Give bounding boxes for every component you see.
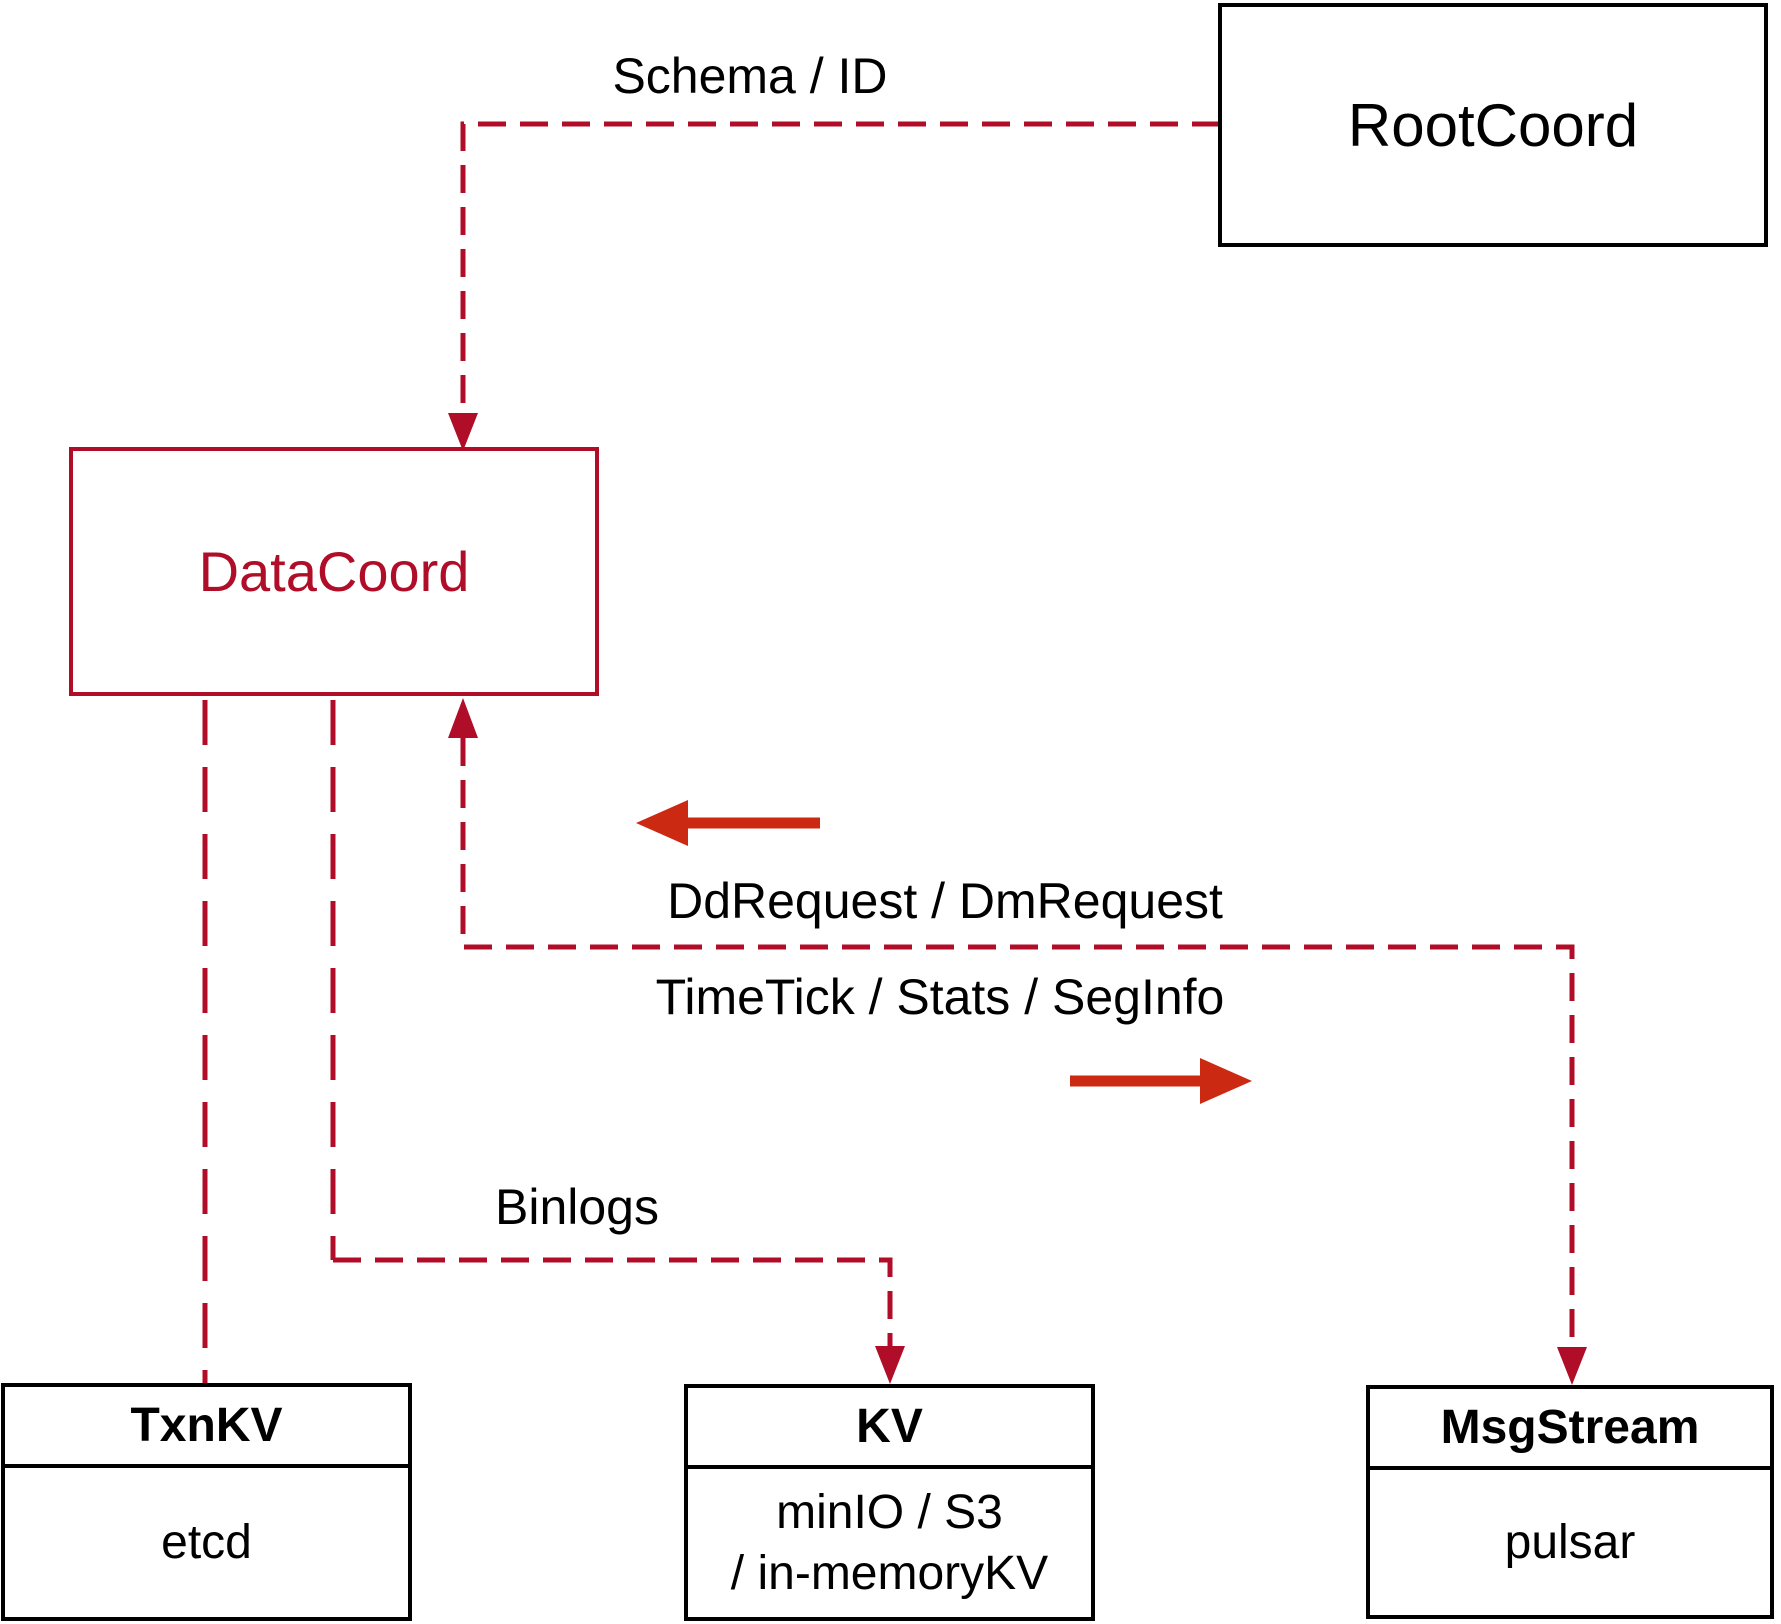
rootcoord-box: RootCoord: [1218, 3, 1768, 247]
edge-ddrequest-timetick: [448, 698, 1587, 1385]
msgstream-header: MsgStream: [1370, 1389, 1770, 1470]
msgstream-box: MsgStream pulsar: [1366, 1385, 1774, 1619]
arrowhead-down-icon: [448, 413, 478, 451]
txnkv-body: etcd: [161, 1515, 252, 1569]
edge-binlogs: [330, 700, 905, 1384]
datacoord-label: DataCoord: [198, 540, 470, 603]
solid-arrow-left: [636, 800, 820, 846]
kv-body: minIO / S3 / in-memoryKV: [688, 1469, 1091, 1617]
binlogs-edge-label: Binlogs: [495, 1179, 659, 1235]
msgstream-body: pulsar: [1504, 1515, 1636, 1569]
rootcoord-label: RootCoord: [1347, 91, 1639, 159]
kv-body-line1: minIO / S3: [776, 1485, 1003, 1539]
kv-body-line2: / in-memoryKV: [730, 1547, 1049, 1600]
txnkv-box: TxnKV etcd: [1, 1383, 412, 1621]
edge-schema-id: [448, 121, 1220, 451]
ddrequest-edge-label: DdRequest / DmRequest: [667, 873, 1223, 929]
kv-header: KV: [688, 1388, 1091, 1469]
arrowhead-up-icon: [448, 698, 478, 738]
dashed-line: [333, 1257, 893, 1346]
txnkv-header: TxnKV: [5, 1387, 408, 1468]
arrowhead-down-icon: [1557, 1347, 1587, 1385]
arrowhead-left-icon: [636, 800, 688, 846]
timetick-edge-label: TimeTick / Stats / SegInfo: [655, 969, 1225, 1025]
schema-id-edge-label: Schema / ID: [612, 48, 888, 104]
datacoord-box: DataCoord: [69, 447, 599, 696]
kv-box: KV minIO / S3 / in-memoryKV: [684, 1384, 1095, 1621]
dashed-line: [460, 738, 1575, 1346]
solid-arrow-right: [1070, 1058, 1252, 1104]
dashed-line: [460, 121, 1220, 437]
arrowhead-right-icon: [1200, 1058, 1252, 1104]
arrowhead-down-icon: [875, 1346, 905, 1384]
